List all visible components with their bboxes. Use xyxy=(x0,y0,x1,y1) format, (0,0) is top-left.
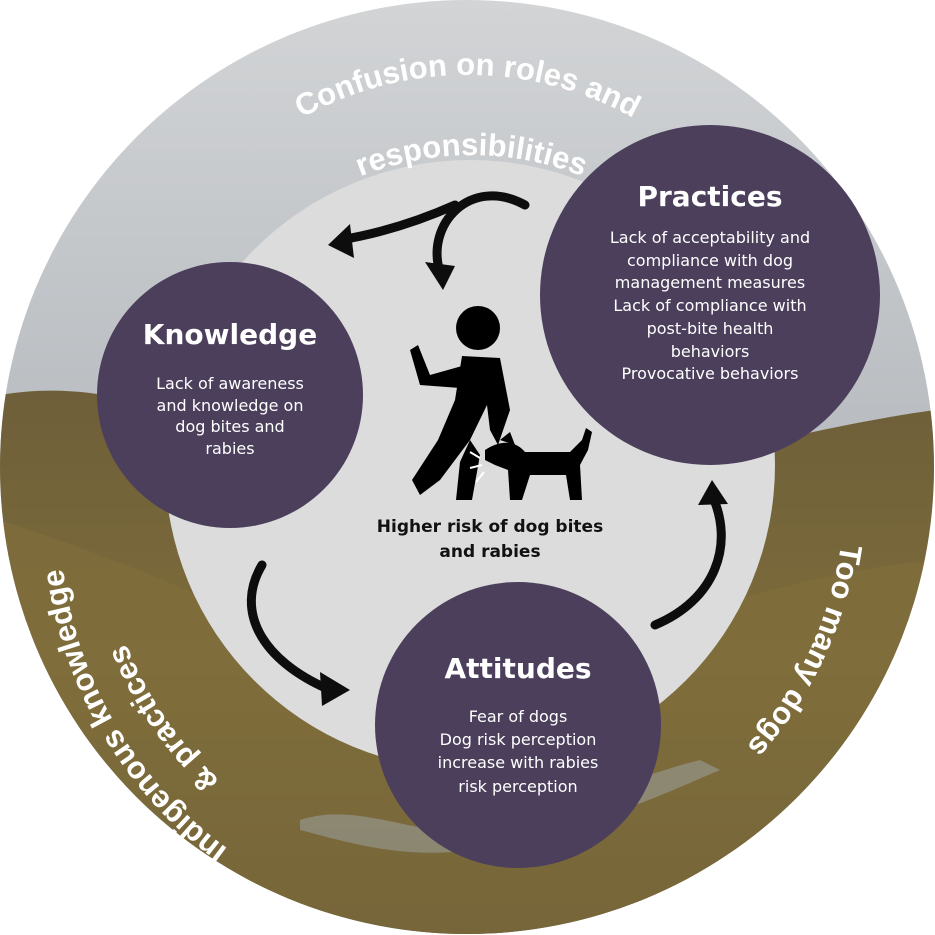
center-caption-line1: Higher risk of dog bites xyxy=(376,517,604,537)
knowledge-line: Lack of awareness xyxy=(156,374,304,393)
knowledge-line: dog bites and xyxy=(175,417,285,437)
practices-line: Lack of acceptability and xyxy=(609,228,811,247)
arrowhead-top-down xyxy=(425,262,455,290)
center-caption: Higher risk of dog bites and rabies xyxy=(360,515,620,564)
bite-mark-icon xyxy=(469,451,485,483)
attitudes-title: Attitudes xyxy=(444,652,592,685)
center-caption-line2: and rabies xyxy=(439,541,541,562)
attitudes-line: Fear of dogs xyxy=(468,707,568,726)
arrow-left-down xyxy=(246,560,335,695)
attitudes-body: Fear of dogs Dog risk perception increas… xyxy=(405,705,631,798)
practices-line: management measures xyxy=(614,273,806,293)
knowledge-title: Knowledge xyxy=(142,318,318,351)
attitudes-block: Attitudes Fear of dogs Dog risk percepti… xyxy=(405,652,631,798)
attitudes-circle xyxy=(375,582,661,868)
arrow-top-down xyxy=(432,191,530,277)
arrowhead-left-down xyxy=(320,672,350,706)
person-bitten-by-dog-icon xyxy=(410,306,592,500)
knowledge-block: Knowledge Lack of awareness and knowledg… xyxy=(120,318,340,459)
attitudes-line: risk perception xyxy=(458,776,578,796)
attitudes-line: Dog risk perception xyxy=(439,730,597,750)
practices-block: Practices Lack of acceptability and comp… xyxy=(565,180,855,386)
knowledge-circle xyxy=(97,262,363,528)
practices-line: post-bite health xyxy=(646,318,774,338)
practices-circle xyxy=(540,125,880,465)
knowledge-line: rabies xyxy=(205,438,255,458)
attitudes-line: increase with rabies xyxy=(437,753,599,773)
arrow-heads xyxy=(320,224,728,706)
practices-line: Provocative behaviors xyxy=(621,364,799,384)
practices-body: Lack of acceptability and compliance wit… xyxy=(565,227,855,386)
practices-line: behaviors xyxy=(670,341,750,361)
practices-line: compliance with dog xyxy=(626,250,794,270)
arrowhead-top-left xyxy=(328,224,354,258)
arrow-right-up xyxy=(650,490,726,630)
practices-title: Practices xyxy=(637,180,783,213)
knowledge-line: and knowledge on xyxy=(156,395,304,415)
arrowhead-right-up xyxy=(698,480,728,505)
knowledge-body: Lack of awareness and knowledge on dog b… xyxy=(120,373,340,459)
practices-line: Lack of compliance with xyxy=(613,296,807,316)
